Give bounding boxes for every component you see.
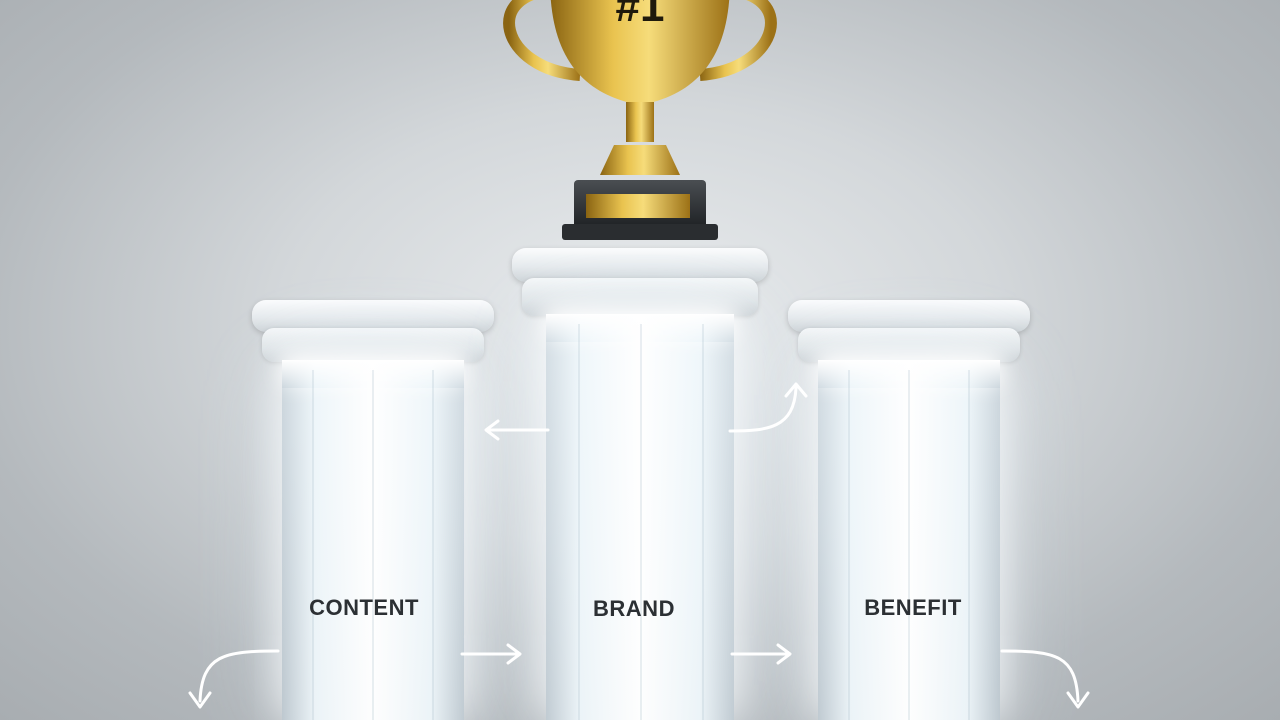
trophy-label: #1 [615,0,665,31]
pillar-title-brand: BRAND [593,596,675,621]
arrow-left-icon [484,419,550,441]
trophy-icon [503,0,777,240]
pillar-title-content: CONTENT [309,595,419,620]
pillar-benefit: BENEFIT [788,300,1030,720]
arrow-curve-up-icon [728,382,808,433]
arrow-right-icon [730,643,792,665]
pillar-brand: BRAND [512,248,768,720]
pillar-content: CONTENT [252,300,494,720]
arrow-right-icon [460,643,522,665]
arrow-curve-down-icon [188,649,280,709]
arrow-curve-down-icon [1000,649,1090,709]
pillar-title-benefit: BENEFIT [864,595,962,620]
